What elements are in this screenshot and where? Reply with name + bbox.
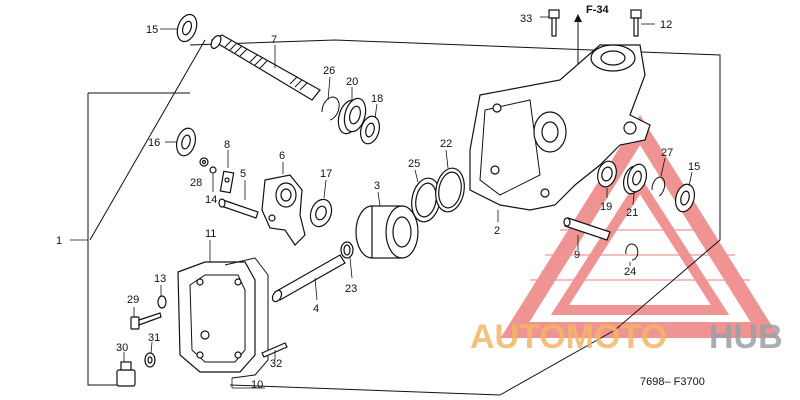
part-housing-2 xyxy=(469,44,651,222)
part-labels: 15 7 26 20 18 33 F-34 12 16 8 5 6 28 14 … xyxy=(56,4,705,391)
label-2: 2 xyxy=(494,225,500,237)
part-seal-19 xyxy=(597,160,617,198)
part-cylinder-3 xyxy=(355,191,419,259)
label-15-top: 15 xyxy=(146,24,158,36)
part-ring-18 xyxy=(359,103,381,145)
part-ring-22 xyxy=(435,149,465,213)
part-bolt-33 xyxy=(540,9,560,37)
label-27: 27 xyxy=(661,147,673,159)
label-32: 32 xyxy=(270,358,282,370)
part-washer-15-top xyxy=(160,13,198,43)
part-pin-4 xyxy=(271,254,346,303)
label-19: 19 xyxy=(600,201,612,213)
label-16: 16 xyxy=(148,137,160,149)
part-bearing-20 xyxy=(337,87,367,135)
label-9: 9 xyxy=(574,249,580,261)
part-nut-28 xyxy=(199,157,209,167)
part-plug-30 xyxy=(116,352,136,387)
label-31: 31 xyxy=(148,332,160,344)
reference-label: F-34 xyxy=(586,4,610,16)
part-washer-17 xyxy=(309,179,333,228)
part-shaft-7 xyxy=(210,34,321,101)
label-30: 30 xyxy=(116,342,128,354)
label-3: 3 xyxy=(374,180,380,192)
label-5: 5 xyxy=(240,168,246,180)
part-washer-16 xyxy=(165,127,197,157)
part-washer-31 xyxy=(144,341,156,368)
part-bolt-29 xyxy=(130,307,162,330)
label-25: 25 xyxy=(408,158,420,170)
label-14: 14 xyxy=(205,194,217,206)
part-pin-32 xyxy=(261,342,288,360)
label-33: 33 xyxy=(520,13,532,25)
label-22: 22 xyxy=(440,138,452,150)
label-13: 13 xyxy=(154,273,166,285)
assembly-outline xyxy=(70,39,721,396)
label-20: 20 xyxy=(346,76,358,88)
watermark-word-2: HUB xyxy=(709,318,783,356)
part-cover-11 xyxy=(177,240,256,373)
part-gasket-10 xyxy=(224,257,269,389)
label-26: 26 xyxy=(323,65,335,77)
label-23: 23 xyxy=(345,283,357,295)
part-bearing-21 xyxy=(622,163,648,206)
watermark-word-1: AUTOMOTO xyxy=(470,318,667,356)
label-4: 4 xyxy=(313,303,319,315)
label-11: 11 xyxy=(205,228,216,240)
part-circlip-27 xyxy=(651,157,666,197)
part-plate-8 xyxy=(219,150,235,194)
part-oring-23 xyxy=(340,241,354,279)
part-pin-9 xyxy=(563,217,611,250)
part-washer-15-right xyxy=(674,171,696,213)
part-circlip-26 xyxy=(321,76,340,121)
label-6: 6 xyxy=(279,150,285,162)
part-washer-14 xyxy=(209,166,217,192)
watermark-text: AUTOMOTO HUB xyxy=(470,318,783,356)
label-24: 24 xyxy=(624,266,636,278)
label-8: 8 xyxy=(224,139,230,151)
label-10: 10 xyxy=(251,379,263,391)
diagram-code: 7698– F3700 xyxy=(640,376,705,388)
label-21: 21 xyxy=(626,207,638,219)
part-lever-6 xyxy=(261,162,306,246)
label-12: 12 xyxy=(660,19,672,31)
part-bolt-12 xyxy=(630,9,655,37)
part-clip-24 xyxy=(625,243,639,266)
label-17: 17 xyxy=(320,168,332,180)
part-pin-5 xyxy=(218,180,259,219)
label-28: 28 xyxy=(190,177,202,189)
label-18: 18 xyxy=(371,93,383,105)
label-1: 1 xyxy=(56,235,62,247)
label-29: 29 xyxy=(127,294,139,306)
label-15-right: 15 xyxy=(688,161,700,173)
label-7: 7 xyxy=(271,34,277,46)
part-ring-25 xyxy=(411,169,441,223)
part-washer-13 xyxy=(157,285,167,309)
